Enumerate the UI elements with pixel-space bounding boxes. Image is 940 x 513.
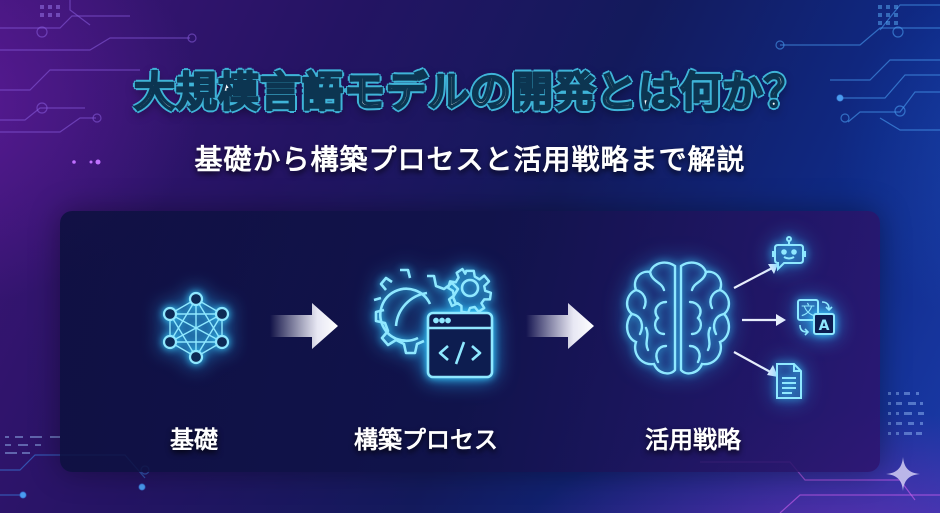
step-label-basics: 基礎 — [170, 426, 218, 454]
neural-network-icon — [158, 290, 234, 370]
svg-text:文: 文 — [801, 303, 815, 319]
svg-text:A: A — [819, 318, 830, 334]
arrow-right-icon — [270, 303, 340, 353]
document-icon — [774, 362, 804, 404]
page-title: 大規模言語モデルの開発とは何か？ — [133, 67, 806, 117]
translate-icon: 文 A — [796, 298, 838, 342]
branch-arrows-icon — [733, 264, 786, 377]
step-label-utilization: 活用戦略 — [645, 426, 741, 454]
arrow-right-icon — [526, 303, 596, 353]
page-subtitle: 基礎から構築プロセスと活用戦略まで解説 — [194, 143, 746, 176]
gear-code-window-icon — [372, 258, 502, 387]
brain-icon — [622, 258, 734, 384]
chatbot-icon — [772, 236, 806, 276]
sparkle-icon — [886, 457, 920, 495]
step-label-build-process: 構築プロセス — [354, 426, 498, 454]
